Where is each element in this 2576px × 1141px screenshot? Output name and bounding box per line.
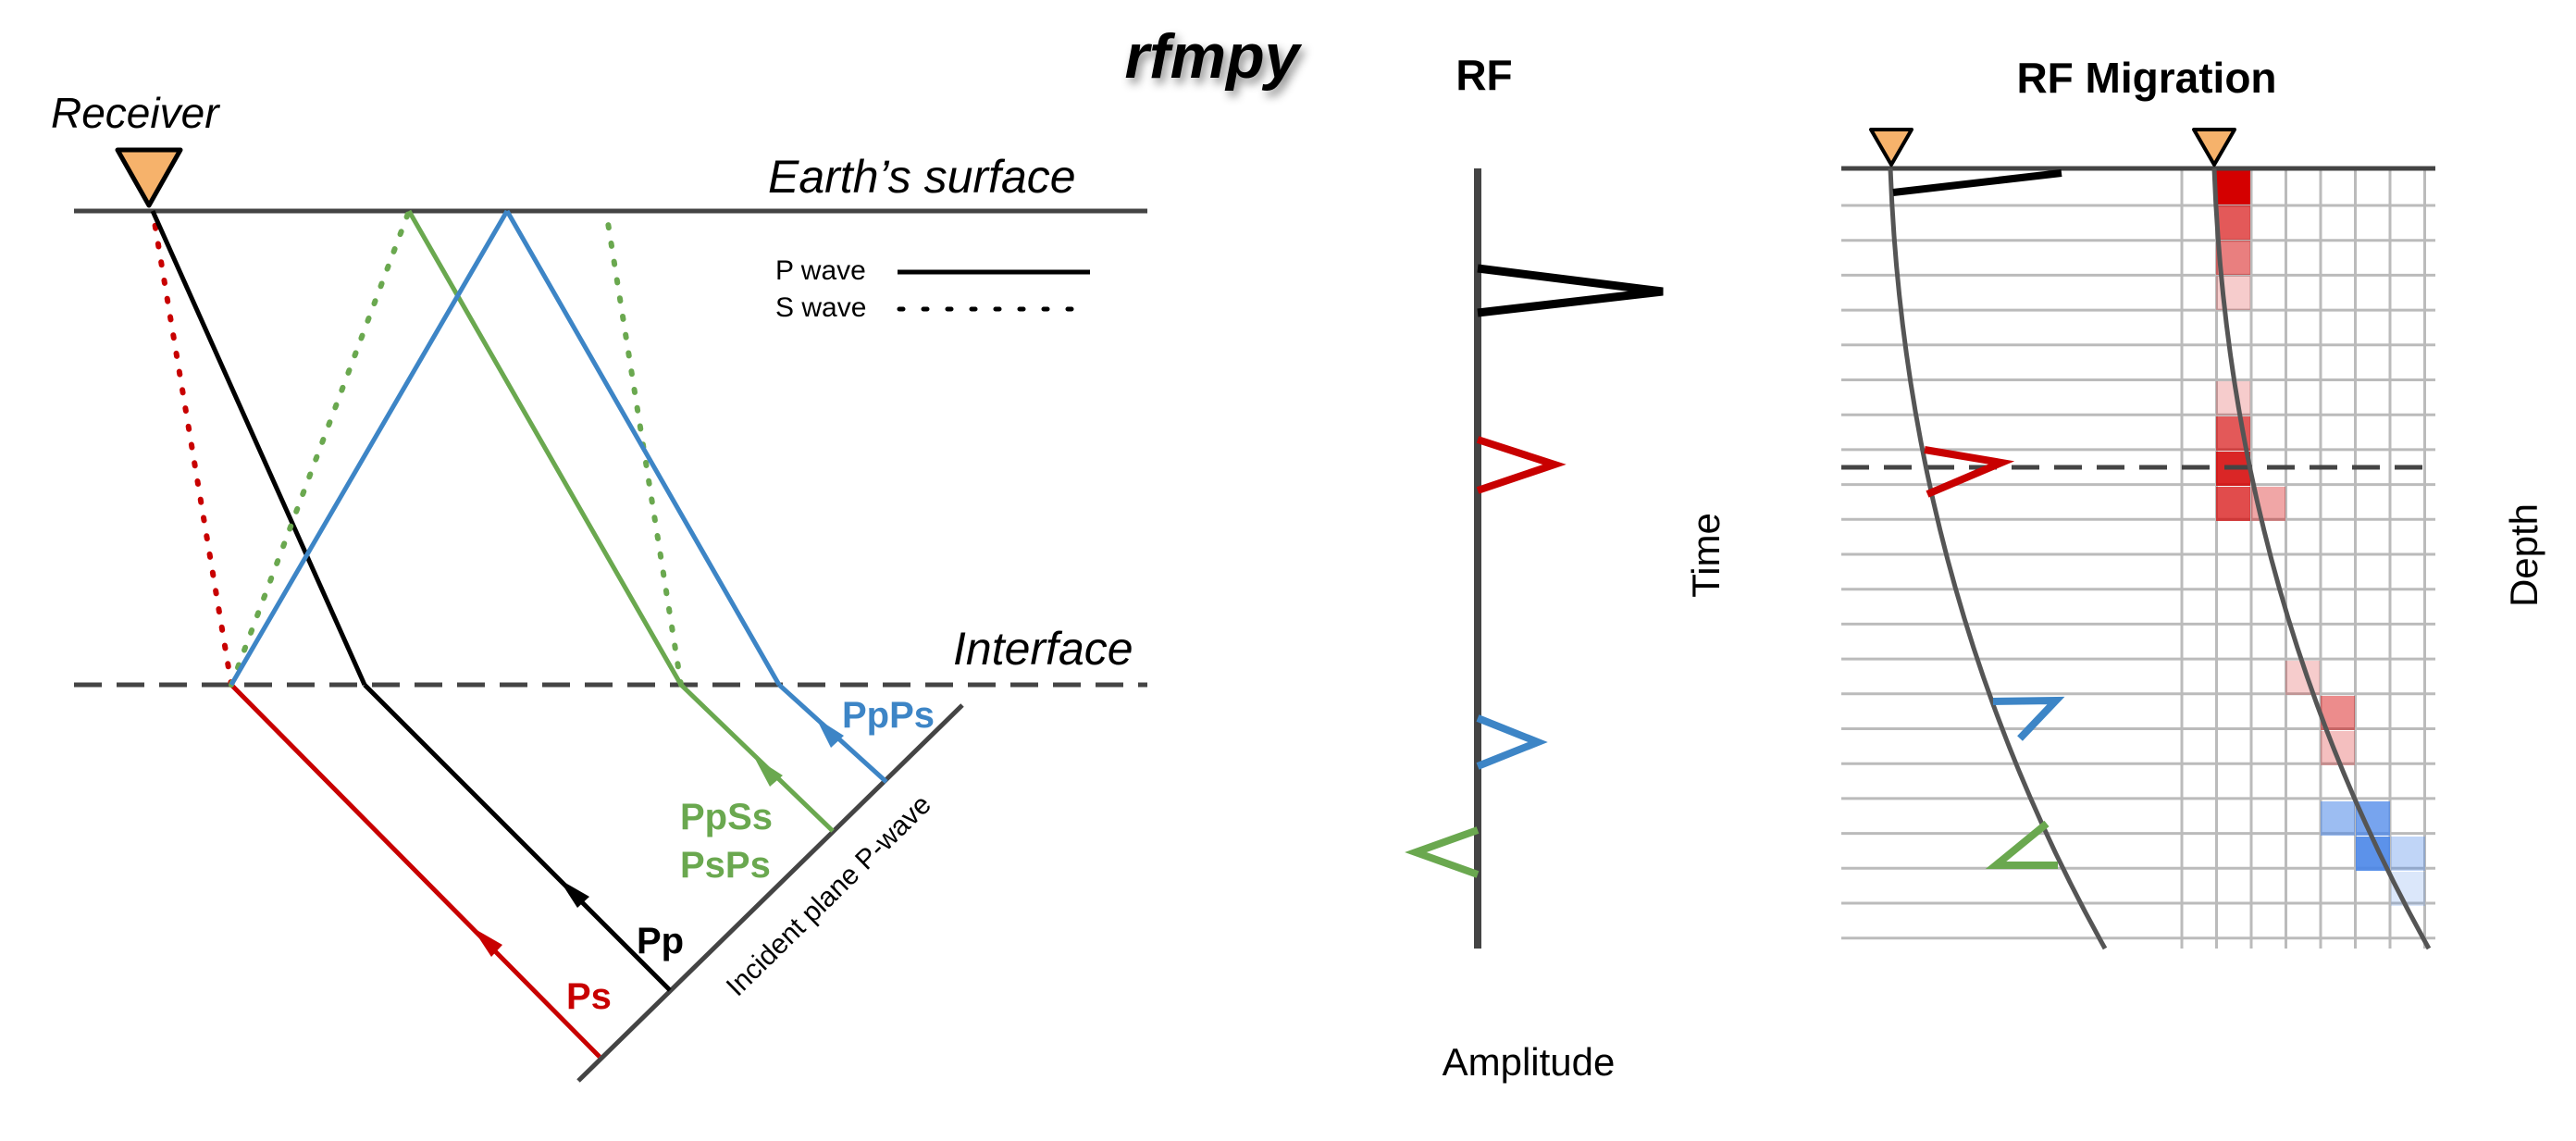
rf-pulse-ppps (1476, 714, 1548, 770)
ps-label: Ps (566, 976, 612, 1017)
migration-title: RF Migration (2016, 54, 2276, 102)
figure-title: rfmpy (1125, 21, 1303, 92)
depth-axis-label: Depth (2502, 503, 2545, 607)
migration-pulse-ppps (1992, 696, 2065, 741)
ppss-ray-lower (679, 683, 835, 833)
migration-cell (2216, 170, 2250, 205)
incident-plane-line (576, 703, 964, 1083)
ps-arrowhead (472, 927, 502, 957)
migration-cell (2321, 801, 2355, 836)
ppps-ray-down (504, 209, 782, 687)
rf-pulse-ppss (1405, 826, 1480, 878)
ppps-ray-up (229, 209, 510, 687)
pp-ray-lower (363, 683, 672, 992)
surface-label: Earth’s surface (768, 151, 1076, 203)
interface-label: Interface (953, 623, 1133, 675)
migration-cell (2391, 837, 2425, 871)
legend-p-wave-label: P wave (775, 255, 866, 286)
migration-pulse-direct-p (1892, 169, 2062, 196)
migration-receiver-right-icon (2192, 128, 2236, 167)
receiver-label: Receiver (51, 89, 220, 137)
ppss-label: PpSs (680, 797, 773, 837)
ps-ray-s-segment (150, 208, 234, 688)
ray-diagram: Receiver Earth’s surface Interface P wav… (51, 89, 1147, 1083)
amplitude-axis-label: Amplitude (1443, 1040, 1616, 1084)
migration-panel: RF Migration Depth (1841, 54, 2545, 950)
time-axis-label: Time (1684, 513, 1728, 598)
migration-grid (1841, 168, 2435, 949)
migration-cell (2216, 487, 2250, 521)
psps-label: PsPs (680, 845, 771, 886)
ppps-label: PpPs (842, 695, 935, 736)
ppss-arrowhead (754, 757, 783, 787)
legend-s-wave-label: S wave (775, 292, 866, 323)
ppss-ray-down (406, 209, 684, 687)
migration-pulse-ppss (1985, 820, 2058, 869)
rf-pulse-direct-p (1477, 264, 1664, 317)
rf-pulse-ps (1476, 436, 1567, 494)
migration-pulse-ps (1924, 446, 2015, 498)
pp-arrowhead (559, 879, 589, 908)
migration-receiver-left-icon (1869, 128, 1913, 167)
migration-ray-curve-left (1888, 167, 2108, 950)
pp-ray-upper (150, 209, 367, 687)
rf-title: RF (1455, 51, 1512, 99)
rf-trace-panel: RF Time Amplitude (1405, 51, 1728, 1084)
receiver-triangle-icon (115, 147, 183, 208)
ps-ray-p-segment (229, 683, 601, 1059)
migration-ray-curve-right (2211, 167, 2432, 950)
migration-cell (2216, 205, 2250, 240)
pp-label: Pp (637, 921, 684, 961)
ppps-arrowhead (816, 718, 844, 748)
